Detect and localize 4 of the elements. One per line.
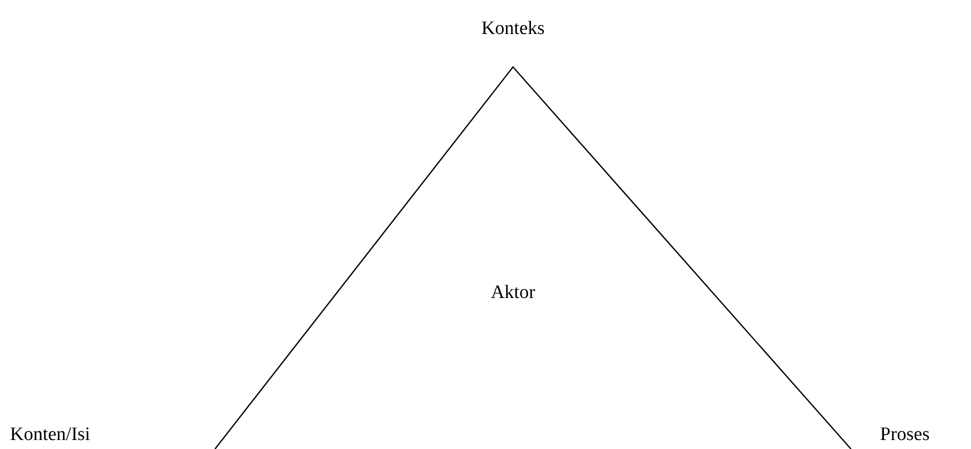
vertex-label: Proses — [880, 424, 930, 446]
vertex-label: Konten/Isi — [10, 424, 90, 446]
vertex-label: Konteks — [481, 18, 545, 40]
center-label: Aktor — [490, 282, 536, 304]
